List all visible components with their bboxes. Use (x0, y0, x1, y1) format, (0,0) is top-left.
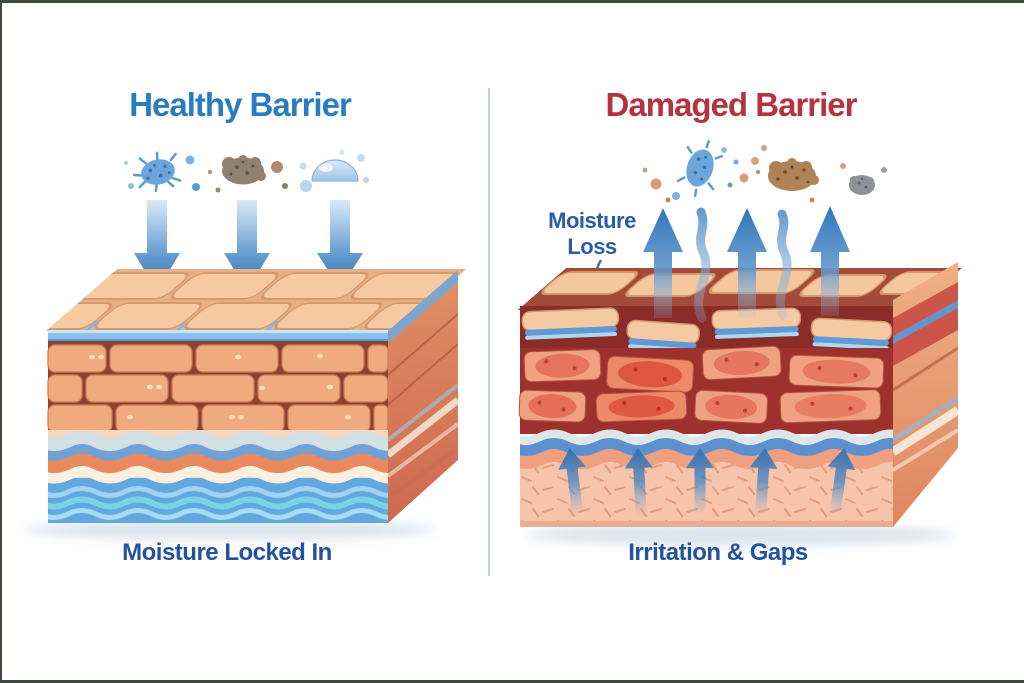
moisture-loss-annotation: Moisture Loss (548, 208, 637, 301)
up-arrow-icon (558, 448, 586, 517)
bacteria-icon (672, 140, 733, 200)
damaged-tile-layer (521, 307, 893, 353)
up-arrow-icon (727, 208, 767, 318)
damaged-skin-block (517, 262, 963, 546)
block-side-face (388, 270, 458, 523)
block-shadow (525, 524, 955, 546)
damaged-panel: Damaged Barrier (517, 86, 963, 566)
up-arrow-icon (749, 448, 778, 517)
frame-left-border (0, 0, 2, 683)
up-arrow-icon (827, 448, 856, 517)
healthy-skin-block (25, 269, 467, 540)
healthy-title: Healthy Barrier (129, 86, 352, 123)
lipid-layer (48, 330, 388, 342)
moisture-escape-arrows (643, 206, 850, 323)
block-shadow (25, 520, 435, 540)
brick-cell-layer (47, 341, 389, 434)
dermis-moisture-arrows (558, 448, 856, 517)
blocked-arrows (134, 200, 363, 291)
frame-top-border (0, 0, 1024, 3)
moisture-loss-line2: Loss (567, 234, 617, 259)
dirt-particle-icon (751, 145, 819, 203)
healthy-panel: Healthy Barrier (25, 86, 467, 566)
dermis-wave-layers (48, 430, 388, 523)
up-arrow-icon (624, 448, 653, 517)
bacteria-icon (124, 151, 200, 193)
down-arrow-icon (224, 200, 270, 291)
up-arrow-icon (810, 206, 850, 316)
down-arrow-icon (134, 200, 180, 291)
up-arrow-icon (686, 448, 714, 516)
up-arrow-icon (643, 208, 683, 318)
dirt-particle-icon (208, 155, 288, 193)
down-arrow-icon (317, 200, 363, 289)
damaged-caption: Irritation & Gaps (560, 539, 883, 566)
vapor-ribbon-icon (775, 209, 792, 321)
damaged-caption-text: Irritation & Gaps (628, 539, 808, 566)
frame-bottom-border (0, 680, 1024, 683)
damaged-dermis-layers (520, 434, 893, 527)
block-side-face (893, 262, 958, 527)
damaged-title: Damaged Barrier (606, 86, 858, 123)
moisture-loss-line1: Moisture (548, 208, 636, 233)
vapor-ribbon-icon (694, 207, 711, 323)
healthy-caption-text: Moisture Locked In (122, 539, 332, 566)
water-droplet-icon (299, 149, 369, 192)
healthy-caption: Moisture Locked In (61, 539, 392, 566)
dust-particle-icon (840, 163, 887, 195)
inflamed-brick-layer (518, 345, 893, 434)
scattered-particles (642, 159, 760, 203)
